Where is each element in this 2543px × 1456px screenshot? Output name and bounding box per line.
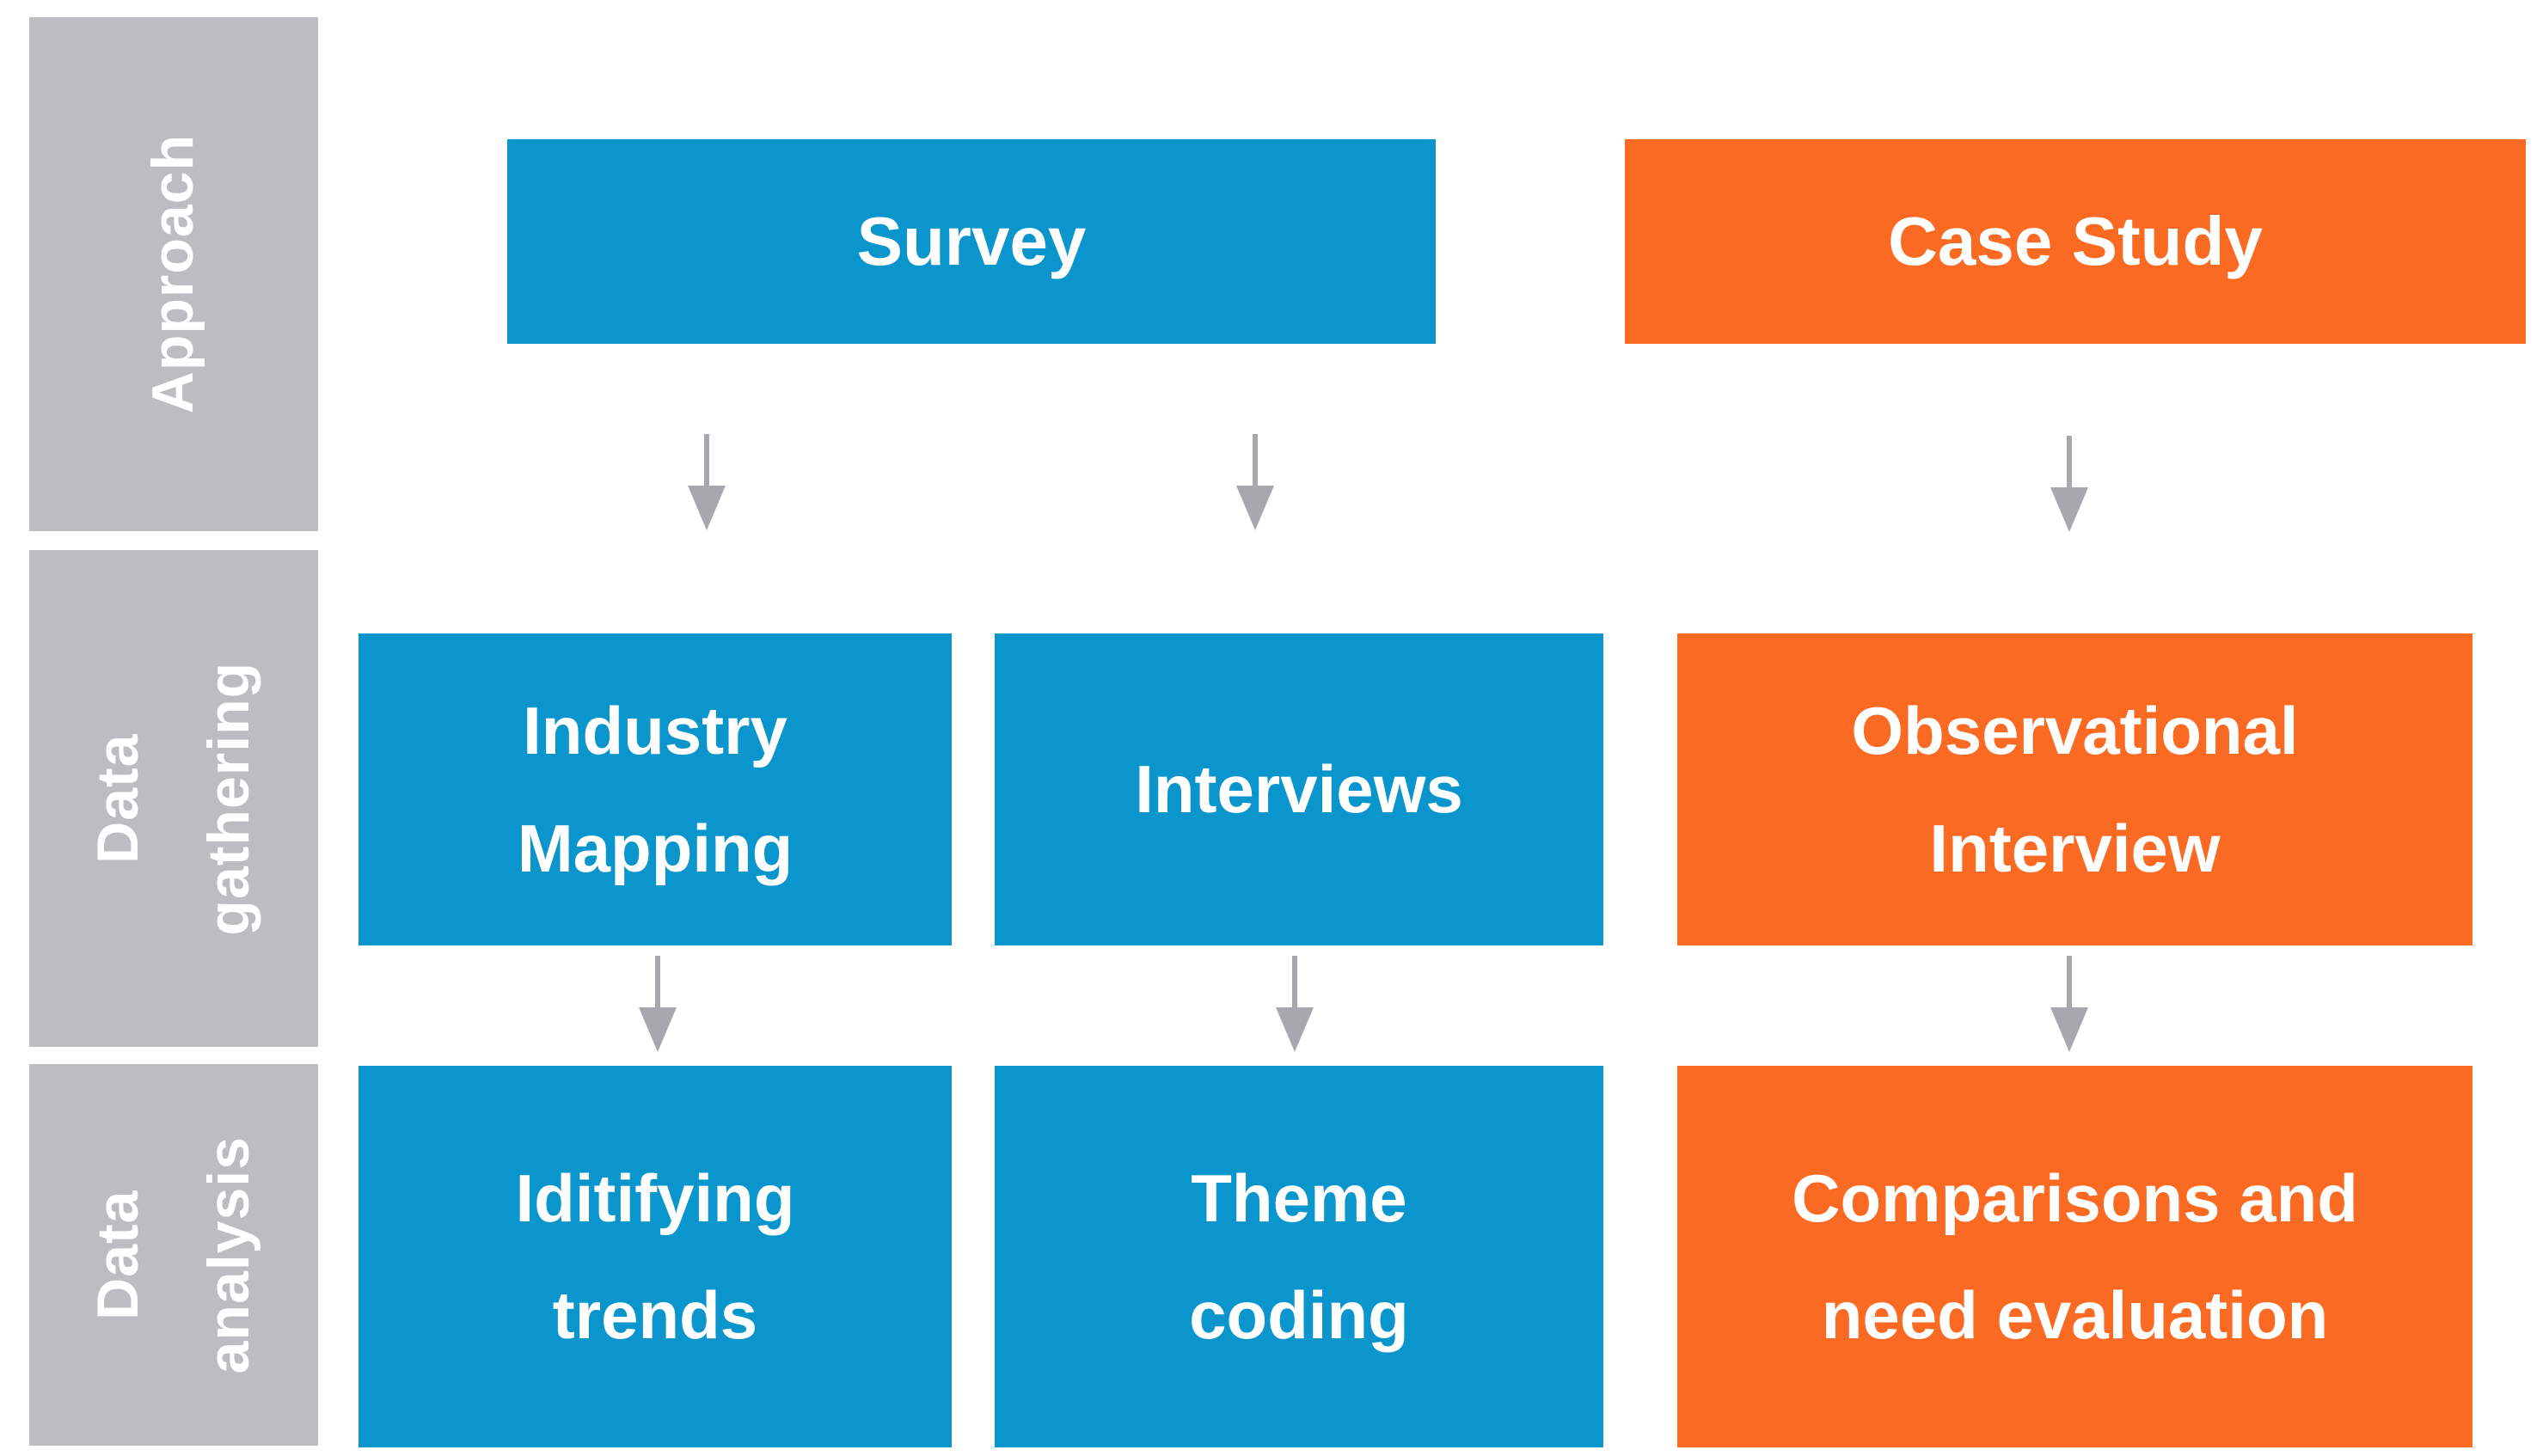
- sidebar-row-data-analysis: Data analysis: [29, 1064, 318, 1446]
- sidebar-label-data-gathering: Data gathering: [84, 661, 261, 936]
- box-interviews: Interviews: [995, 633, 1603, 945]
- box-case-study-label: Case Study: [1888, 203, 2263, 279]
- sidebar-label-approach: Approach: [140, 134, 206, 414]
- sidebar-row-data-gathering: Data gathering: [29, 550, 318, 1047]
- box-industry-mapping: Industry Mapping: [358, 633, 952, 945]
- box-comparisons-need-evaluation-label: Comparisons and need evaluation: [1792, 1159, 2358, 1354]
- box-interviews-label: Interviews: [1135, 751, 1463, 828]
- sidebar-label-data-analysis: Data analysis: [84, 1135, 261, 1374]
- box-survey-label: Survey: [856, 203, 1087, 279]
- box-industry-mapping-label: Industry Mapping: [517, 693, 794, 886]
- box-case-study: Case Study: [1625, 139, 2526, 344]
- box-observational-interview-label: Observational Interview: [1851, 693, 2299, 886]
- box-theme-coding-label: Theme coding: [1189, 1159, 1409, 1354]
- box-iditifying-trends: Iditifying trends: [358, 1066, 952, 1447]
- box-observational-interview: Observational Interview: [1677, 633, 2473, 945]
- box-iditifying-trends-label: Iditifying trends: [515, 1159, 795, 1354]
- box-theme-coding: Theme coding: [995, 1066, 1603, 1447]
- box-survey: Survey: [507, 139, 1436, 344]
- box-comparisons-need-evaluation: Comparisons and need evaluation: [1677, 1066, 2473, 1447]
- sidebar-row-approach: Approach: [29, 17, 318, 531]
